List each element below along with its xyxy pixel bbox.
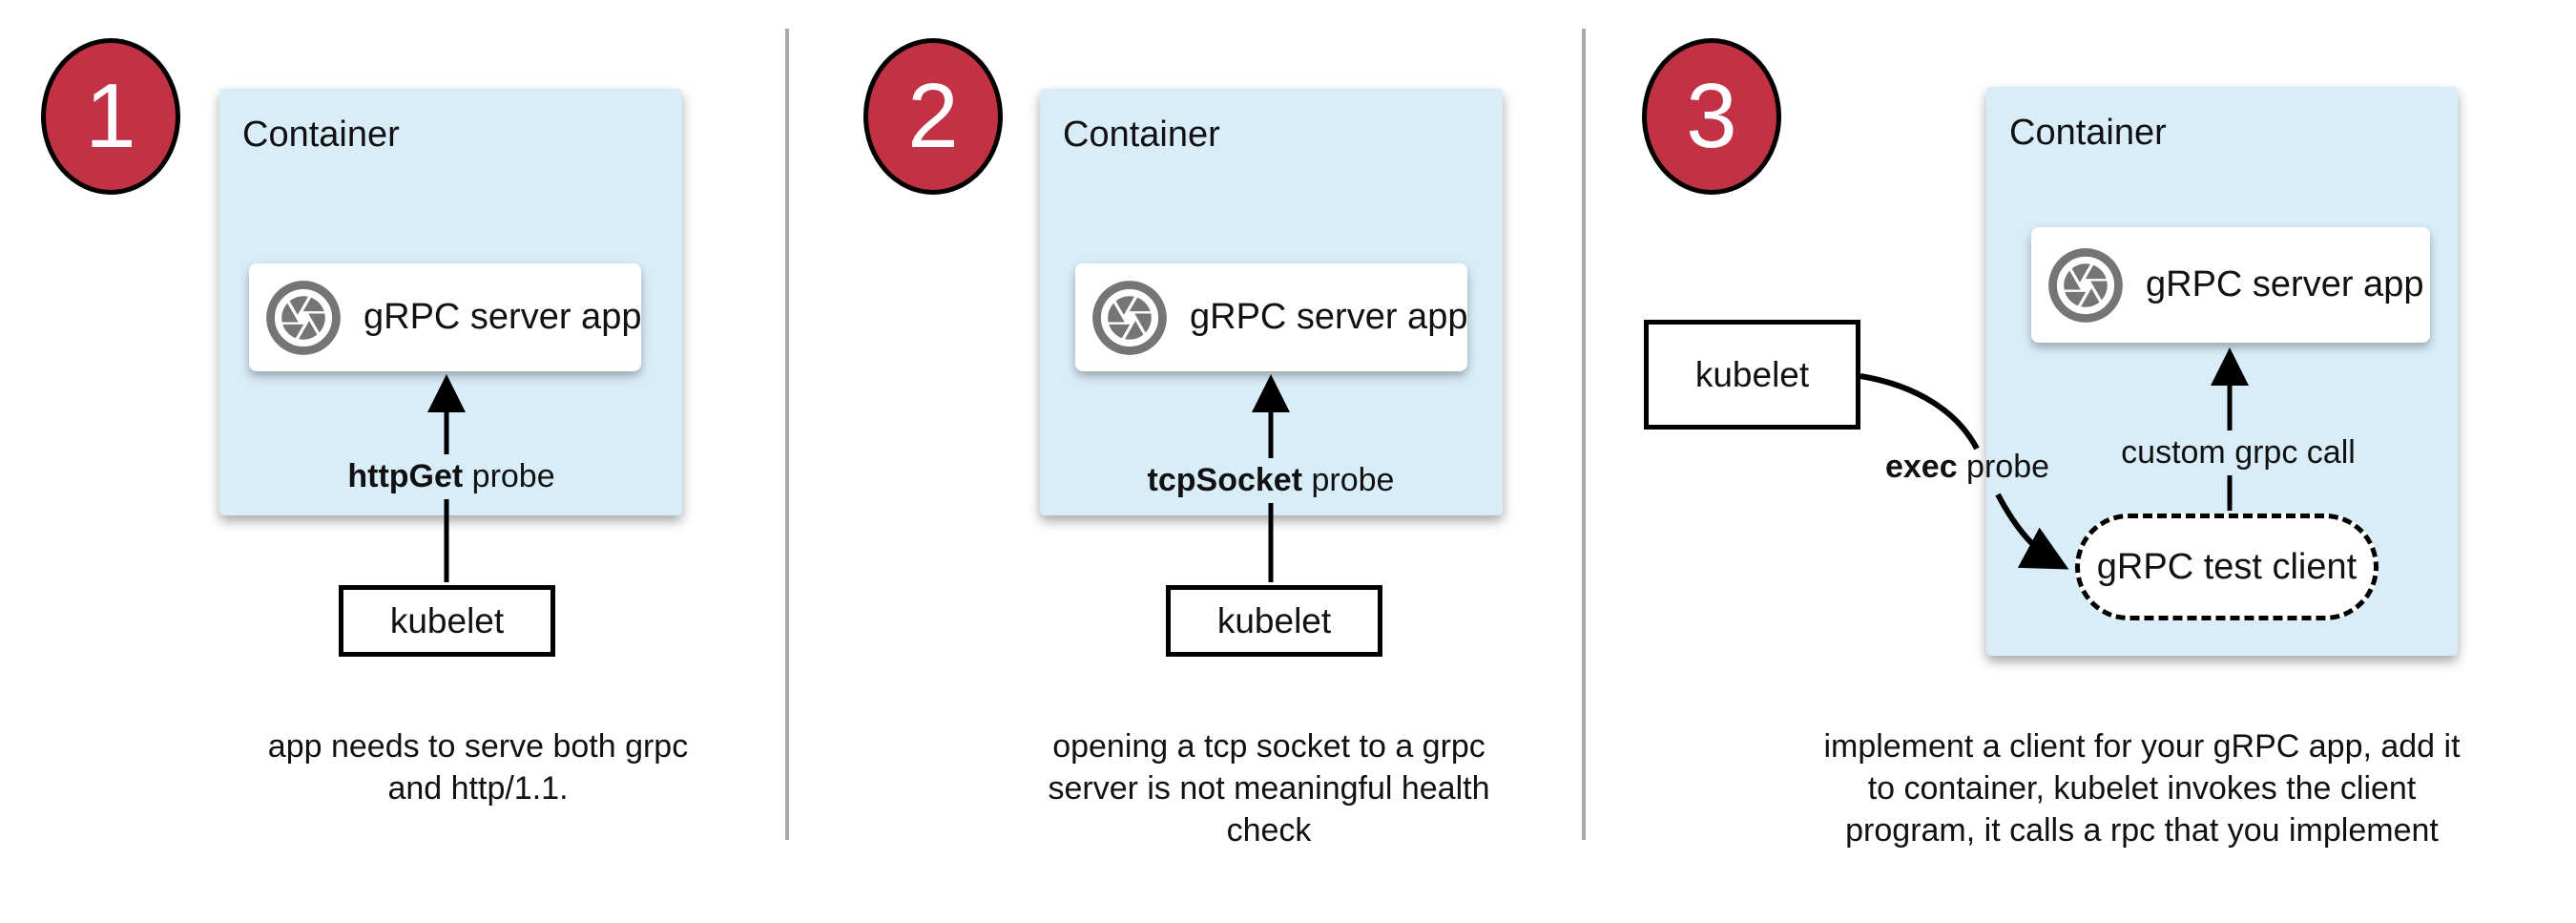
kubelet-label: kubelet: [1694, 354, 1810, 394]
caption-3: implement a client for your gRPC app, ad…: [1823, 728, 2461, 849]
grpc-server-app-box-3: gRPC server app: [2031, 227, 2430, 343]
probe-label-1: httpGet probe: [332, 454, 571, 499]
grpc-aperture-icon: [2048, 248, 2123, 323]
grpc-server-app-label: gRPC server app: [364, 297, 642, 337]
probe-type: httpGet: [347, 458, 464, 494]
custom-grpc-call-label: custom grpc call: [2107, 430, 2370, 475]
step-badge-2: 2: [863, 38, 1003, 195]
grpc-server-app-label: gRPC server app: [1190, 297, 1468, 337]
grpc-test-client-pill: gRPC test client: [2075, 514, 2379, 620]
step-number: 2: [907, 65, 959, 167]
grpc-aperture-icon: [1092, 281, 1167, 355]
grpc-server-app-box-1: gRPC server app: [249, 263, 641, 371]
step-badge-1: 1: [41, 38, 180, 195]
container-label-2: Container: [1063, 115, 1220, 155]
probe-label-2: tcpSocket probe: [1137, 458, 1404, 503]
container-label-3: Container: [2009, 113, 2167, 153]
caption-1: app needs to serve both grpc and http/1.…: [267, 728, 689, 807]
probe-type: tcpSocket: [1147, 462, 1303, 498]
kubelet-label: kubelet: [1216, 600, 1332, 640]
probe-label-3: exec probe: [1884, 449, 2050, 485]
panel-divider-1: [785, 29, 789, 840]
grpc-test-client-label: gRPC test client: [2096, 546, 2358, 587]
step-number: 1: [85, 65, 136, 167]
kubelet-label: kubelet: [389, 600, 505, 640]
grpc-server-app-box-2: gRPC server app: [1075, 263, 1467, 371]
curved-arrow-kubelet-to-client-start: [1859, 373, 1980, 451]
caption-2: opening a tcp socket to a grpc server is…: [1048, 728, 1490, 849]
probe-type: exec: [1884, 449, 1958, 485]
grpc-server-app-label: gRPC server app: [2146, 264, 2424, 304]
kubelet-box-1: kubelet: [339, 585, 555, 657]
step-badge-3: 3: [1642, 38, 1781, 195]
step-number: 3: [1686, 65, 1737, 167]
grpc-aperture-icon: [266, 281, 341, 355]
container-label-1: Container: [242, 115, 400, 155]
kubelet-box-2: kubelet: [1166, 585, 1382, 657]
panel-divider-2: [1582, 29, 1586, 840]
kubelet-box-3: kubelet: [1644, 320, 1860, 430]
